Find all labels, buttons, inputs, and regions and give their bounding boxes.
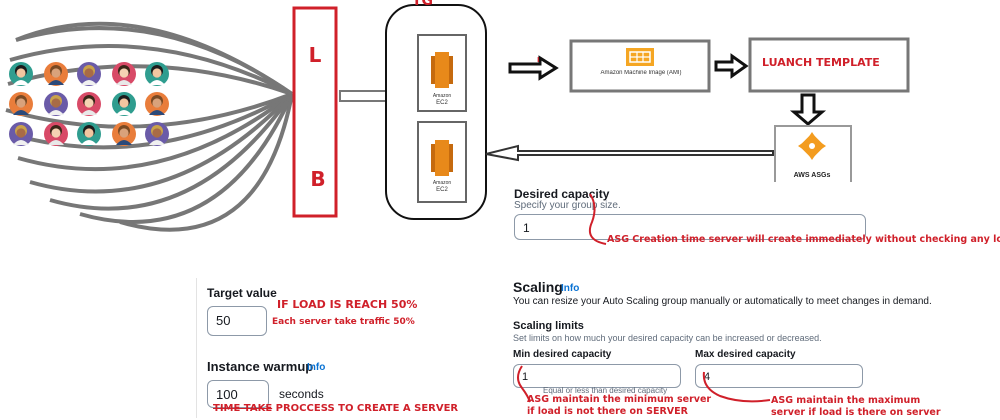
- desired-capacity-panel: Desired capacity Specify your group size…: [505, 182, 1000, 252]
- launch-template-box: [748, 37, 910, 93]
- user-connection-line: [79, 93, 294, 224]
- user-connection-line: [15, 21, 294, 96]
- scaling-limits-title: Scaling limits: [513, 320, 584, 332]
- asg-to-tg-arrow: [485, 144, 774, 162]
- min-capacity-hint: Equal or less than desired capacity: [543, 386, 668, 395]
- user-avatar: [9, 62, 33, 86]
- scaling-limits-desc: Set limits on how much your desired capa…: [513, 333, 822, 343]
- lb-letter-l: L: [309, 43, 322, 67]
- user-connection-line: [17, 92, 294, 172]
- max-note-arrow: [702, 371, 771, 403]
- target-value-title: Target value: [207, 286, 277, 300]
- max-capacity-input[interactable]: 4: [695, 364, 863, 388]
- scaling-panel: Scaling Info You can resize your Auto Sc…: [505, 275, 1000, 420]
- min-capacity-input[interactable]: 1: [513, 364, 681, 388]
- desired-capacity-note: ASG Creation time server will create imm…: [607, 234, 1000, 245]
- arrow-tick-mark: ı: [537, 54, 540, 64]
- min-capacity-note-2: if load is not there on SERVER: [527, 406, 688, 417]
- target-value-input[interactable]: 50: [207, 306, 267, 336]
- user-avatar: [9, 92, 33, 116]
- instance-warmup-note: TIME TAKE PROCCESS TO CREATE A SERVER: [213, 403, 458, 414]
- user-avatar: [77, 92, 101, 116]
- user-connection-line: [9, 44, 293, 96]
- ami-to-template-arrow: [714, 53, 749, 79]
- asg-icon: [798, 132, 826, 160]
- ec2-top-label-small: Amazon: [433, 93, 452, 99]
- template-to-asg-arrow: [789, 93, 827, 126]
- target-value-section: Target value IF LOAD IS REACH 50% 50 Eac…: [196, 278, 467, 418]
- target-traffic-note: Each server take traffic 50%: [272, 317, 415, 327]
- user-avatar: [9, 122, 33, 146]
- instance-warmup-note-rest: PROCCESS TO CREATE A SERVER: [272, 403, 459, 414]
- ec2-bottom-label: EC2: [436, 187, 448, 193]
- max-capacity-label: Max desired capacity: [695, 349, 796, 360]
- scaling-info-link[interactable]: Info: [561, 283, 580, 294]
- user-avatar: [77, 62, 101, 86]
- asg-label: AWS ASGs: [794, 172, 831, 179]
- instance-warmup-info-link[interactable]: Info: [307, 362, 326, 373]
- max-capacity-note-2: server if load is there on server: [771, 407, 941, 418]
- instance-warmup-unit: seconds: [279, 387, 324, 401]
- users-group: [9, 62, 169, 146]
- launch-template-label: LUANCH TEMPLATE: [762, 56, 880, 69]
- ami-icon: [626, 48, 654, 66]
- target-value-note: IF LOAD IS REACH 50%: [277, 298, 418, 311]
- user-avatar: [112, 62, 136, 86]
- ec2-bottom-label-small: Amazon: [433, 180, 452, 186]
- user-avatar: [145, 92, 169, 116]
- scaling-title: Scaling: [513, 279, 563, 295]
- user-connection-line: [49, 92, 294, 211]
- user-connection-line: [29, 92, 294, 194]
- instance-warmup-note-struck: TIME TAKE: [213, 403, 273, 414]
- ami-caption: Amazon Machine Image (AMI): [600, 70, 682, 76]
- target-group-label: TG: [412, 0, 433, 9]
- instance-warmup-title: Instance warmup: [207, 359, 314, 374]
- user-avatar: [77, 122, 101, 146]
- desired-note-arrow: [588, 193, 607, 245]
- user-avatar: [145, 62, 169, 86]
- user-avatar: [145, 122, 169, 146]
- lb-letter-b: B: [310, 167, 325, 191]
- load-balancer-box: [292, 6, 338, 218]
- min-capacity-note-1: ASG maintain the minimum server: [527, 394, 712, 405]
- user-avatar: [44, 122, 68, 146]
- desired-capacity-subtitle: Specify your group size.: [514, 200, 621, 211]
- tg-to-ami-arrow: [508, 55, 559, 81]
- user-avatar: [112, 92, 136, 116]
- desired-capacity-title: Desired capacity: [514, 187, 610, 201]
- ec2-icon: [431, 52, 453, 88]
- max-capacity-note-1: ASG maintain the maximum: [771, 395, 921, 406]
- desired-capacity-input[interactable]: 1: [514, 214, 866, 240]
- ec2-top-label: EC2: [436, 100, 448, 106]
- user-avatar: [44, 92, 68, 116]
- min-capacity-label: Min desired capacity: [513, 349, 612, 360]
- user-avatar: [44, 62, 68, 86]
- user-connection-line: [119, 93, 294, 232]
- min-note-arrow: [517, 365, 531, 403]
- instance-warmup-input[interactable]: 100: [207, 380, 269, 408]
- user-connection-line: [5, 92, 293, 129]
- user-avatar: [112, 122, 136, 146]
- ec2-icon: [431, 140, 453, 176]
- scaling-description: You can resize your Auto Scaling group m…: [513, 296, 932, 307]
